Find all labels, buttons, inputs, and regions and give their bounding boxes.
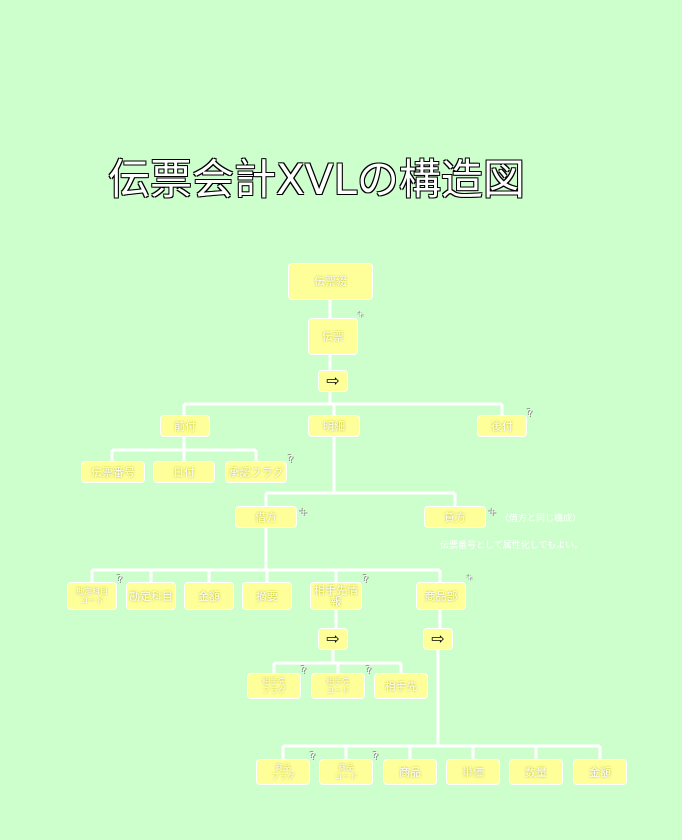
node-account-code: 勘定科目 コード xyxy=(67,582,117,610)
node-detail: 明細 xyxy=(308,415,360,437)
sequence-arrow-icon: ⇨ xyxy=(326,629,340,648)
mark-goods-flag: ? xyxy=(310,751,316,762)
node-goods: 商品部 xyxy=(416,582,466,610)
node-summary: 摘要 xyxy=(242,582,292,610)
node-partner: 相手先 xyxy=(374,673,428,699)
diagram-title: 伝票会計XVLの構造図 xyxy=(108,155,525,204)
mark-goods: * xyxy=(467,574,472,585)
node-date: 日付 xyxy=(153,461,215,483)
mark-account-code: ? xyxy=(117,574,123,585)
mark-goods-code: ? xyxy=(373,751,379,762)
mark-partner-info: ? xyxy=(363,574,369,585)
node-quantity: 数量 xyxy=(509,759,563,785)
node-sequence-top: ⇨ xyxy=(318,370,348,392)
node-partner-flag: 相手先 フラグ xyxy=(247,673,301,699)
node-partner-code: 相手先 コード xyxy=(311,673,365,699)
note-attribute: 伝票番号として属性化してもよい。 xyxy=(440,541,584,551)
node-footer: 後付 xyxy=(477,415,527,437)
node-voucher-book: 伝票綴 xyxy=(288,263,373,300)
node-goods-name: 商品 xyxy=(383,759,437,785)
mark-credit: + xyxy=(488,507,497,518)
mark-voucher: * xyxy=(358,311,363,322)
node-header: 前付 xyxy=(160,415,210,437)
node-partner-info: 相手先情報 xyxy=(310,582,362,610)
mark-partner-flag: ? xyxy=(301,665,307,676)
node-goods-flag: 商品 フラグ xyxy=(256,759,310,785)
node-sequence-goods: ⇨ xyxy=(423,628,453,650)
node-sequence-partner: ⇨ xyxy=(318,628,348,650)
node-goods-amount: 金額 xyxy=(573,759,627,785)
mark-approval-flag: ? xyxy=(288,454,294,465)
node-goods-code: 商品 コード xyxy=(319,759,373,785)
node-approval-flag: 承認フラグ xyxy=(225,461,287,483)
note-same-structure: （借方と同じ構成） xyxy=(500,514,582,524)
node-debit: 借方 xyxy=(235,506,297,528)
node-account: 勘定科目 xyxy=(126,582,176,610)
mark-partner-code: ? xyxy=(366,665,372,676)
node-voucher-number: 伝票番号 xyxy=(81,461,145,483)
sequence-arrow-icon: ⇨ xyxy=(326,371,340,390)
node-voucher: 伝票 xyxy=(308,318,358,355)
node-amount: 金額 xyxy=(184,582,234,610)
node-unit-price: 単価 xyxy=(446,759,500,785)
mark-debit: + xyxy=(299,507,308,518)
sequence-arrow-icon: ⇨ xyxy=(431,629,445,648)
node-credit: 貸方 xyxy=(424,506,486,528)
mark-footer: ? xyxy=(527,408,533,419)
